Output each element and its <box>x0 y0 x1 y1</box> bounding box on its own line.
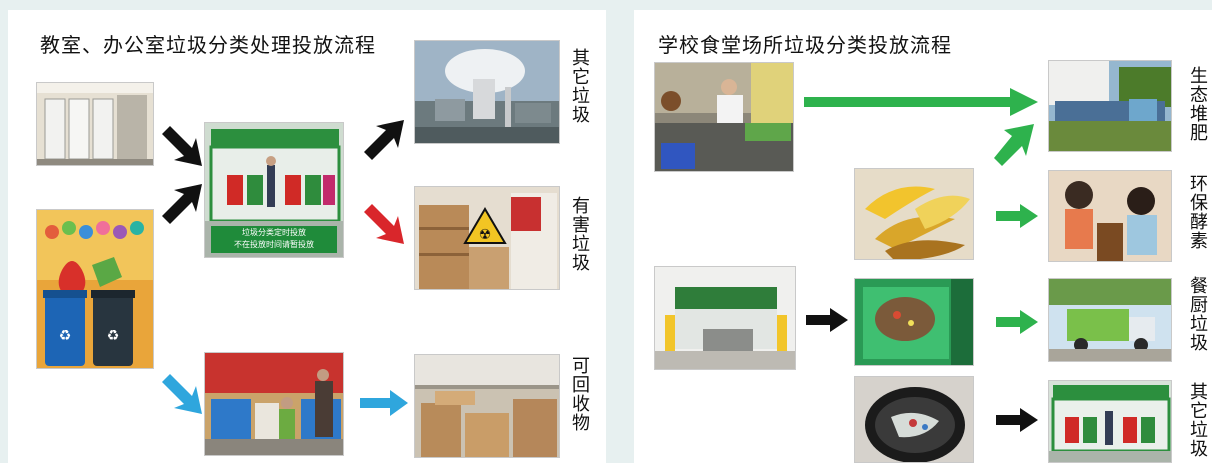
restroom-photo <box>36 82 154 166</box>
hazardous-storage-photo: ☢ <box>414 186 560 290</box>
svg-text:☢: ☢ <box>479 227 492 243</box>
red-arrow-to-hazardous <box>364 204 404 244</box>
station-sign: 垃圾分类定时投放 不在投放时间请暂投放 <box>211 226 337 253</box>
classroom-office-flow-panel: 教室、办公室垃圾分类处理投放流程 ♻ ♻ <box>8 10 606 463</box>
garbage-truck-photo <box>1048 278 1172 362</box>
svg-text:♻: ♻ <box>59 328 72 344</box>
canteen-flow-panel: 学校食堂场所垃圾分类投放流程 生态堆肥 <box>634 10 1212 463</box>
black-arrow-to-sorting <box>806 308 848 332</box>
sorting-station-photo: 垃圾分类定时投放 不在投放时间请暂投放 <box>204 122 344 258</box>
left-panel-title: 教室、办公室垃圾分类处理投放流程 <box>40 33 376 57</box>
blue-arrow-to-recyclable <box>360 390 408 416</box>
label-other-waste: 其它垃圾 <box>569 48 590 124</box>
black-arrow-to-station <box>162 184 202 224</box>
kitchen-worker-photo <box>654 62 794 172</box>
other-waste-bin-photo <box>854 376 974 463</box>
green-arrow-to-compost-diagonal <box>994 124 1034 166</box>
black-arrow-to-other-waste <box>996 408 1038 432</box>
recycling-station-photo <box>204 352 344 456</box>
green-arrow-to-kitchen-waste <box>996 310 1038 334</box>
label-kitchen-waste: 餐厨垃圾 <box>1187 276 1208 352</box>
banana-peel-photo <box>854 168 974 260</box>
right-panel-title: 学校食堂场所垃圾分类投放流程 <box>658 33 952 57</box>
blue-arrow-to-recycling <box>162 374 202 414</box>
canteen-station-photo <box>654 266 796 370</box>
station-sign-line-1: 垃圾分类定时投放 <box>242 228 306 237</box>
green-arrow-to-compost <box>804 88 1038 116</box>
label-enzyme: 环保酵素 <box>1187 174 1208 250</box>
classroom-bins-photo: ♻ ♻ <box>36 209 154 369</box>
svg-text:♻: ♻ <box>107 328 120 344</box>
incineration-plant-photo <box>414 40 560 144</box>
eco-enzyme-photo <box>1048 170 1172 262</box>
label-hazardous-waste: 有害垃圾 <box>569 196 590 272</box>
cardboard-warehouse-photo <box>414 354 560 458</box>
sorting-station-small-photo <box>1048 380 1172 463</box>
black-arrow-to-station <box>162 126 202 166</box>
label-other-waste-canteen: 其它垃圾 <box>1187 382 1208 458</box>
station-sign-line-2: 不在投放时间请暂投放 <box>234 240 314 249</box>
black-arrow-to-other-waste <box>364 120 404 160</box>
food-waste-bin-photo <box>854 278 974 366</box>
green-arrow-to-enzyme <box>996 204 1038 228</box>
label-compost: 生态堆肥 <box>1187 66 1208 142</box>
compost-site-photo <box>1048 60 1172 152</box>
label-recyclable: 可回收物 <box>569 356 590 432</box>
